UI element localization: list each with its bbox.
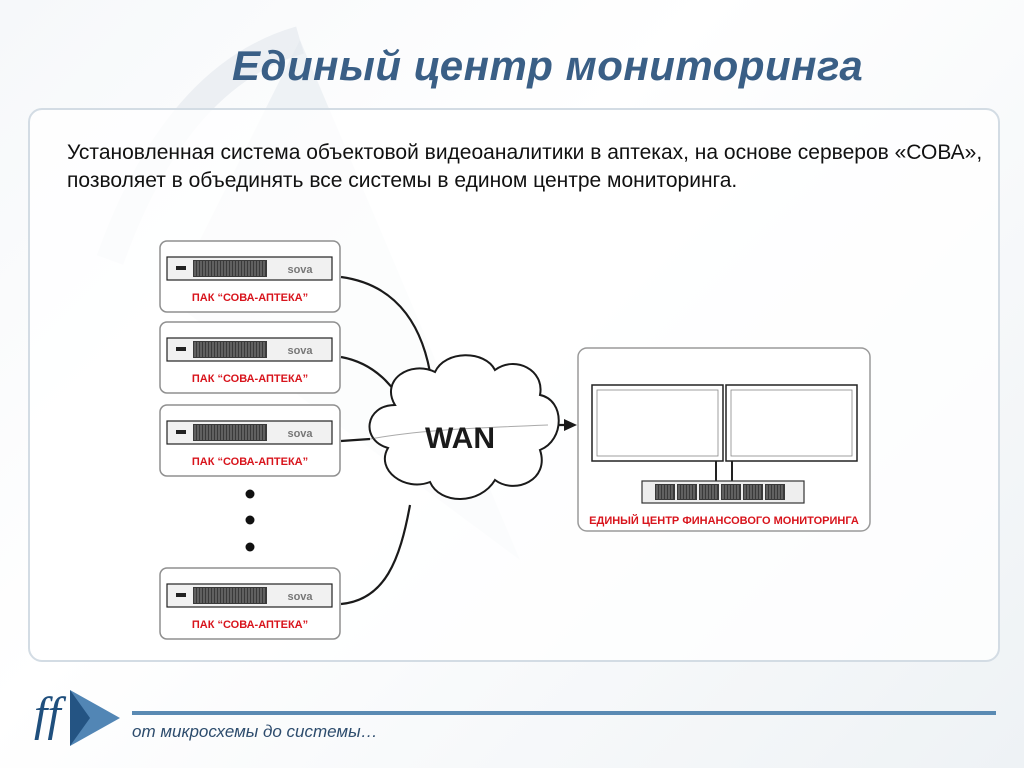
intro-text: Установленная система объектовой видеоан… xyxy=(67,141,983,192)
center-label: ЕДИНЫЙ ЦЕНТР ФИНАНСОВОГО МОНИТОРИНГА xyxy=(589,514,859,527)
page-title: Единый центр мониторинга xyxy=(232,42,864,89)
footer-divider xyxy=(132,711,996,715)
brand-mark: sova xyxy=(287,428,313,440)
monitoring-center: ЕДИНЫЙ ЦЕНТР ФИНАНСОВОГО МОНИТОРИНГА xyxy=(577,347,871,532)
server-label: ПАК “СОВА-АПТЕКА” xyxy=(192,619,308,631)
monitor-right xyxy=(725,384,858,462)
server-label: ПАК “СОВА-АПТЕКА” xyxy=(192,456,308,468)
wan-cloud: WAN xyxy=(368,354,560,500)
ellipsis-dot xyxy=(245,515,255,525)
server-label: ПАК “СОВА-АПТЕКА” xyxy=(192,373,308,385)
brand-mark: sova xyxy=(287,591,313,603)
ellipsis-dot xyxy=(245,489,255,499)
footer-tagline: от микросхемы до системы… xyxy=(132,722,378,741)
company-logo: ff xyxy=(34,688,120,746)
svg-text:ff: ff xyxy=(34,688,66,741)
brand-mark: sova xyxy=(287,345,313,357)
link-line-3 xyxy=(340,437,371,443)
arrow-head xyxy=(564,419,577,431)
monitor-left xyxy=(591,384,724,462)
ellipsis-dot xyxy=(245,542,255,552)
link-line-4 xyxy=(340,504,412,606)
brand-mark: sova xyxy=(287,264,313,276)
link-line-1 xyxy=(340,275,434,386)
wan-label: WAN xyxy=(425,422,495,455)
server-label: ПАК “СОВА-АПТЕКА” xyxy=(192,292,308,304)
